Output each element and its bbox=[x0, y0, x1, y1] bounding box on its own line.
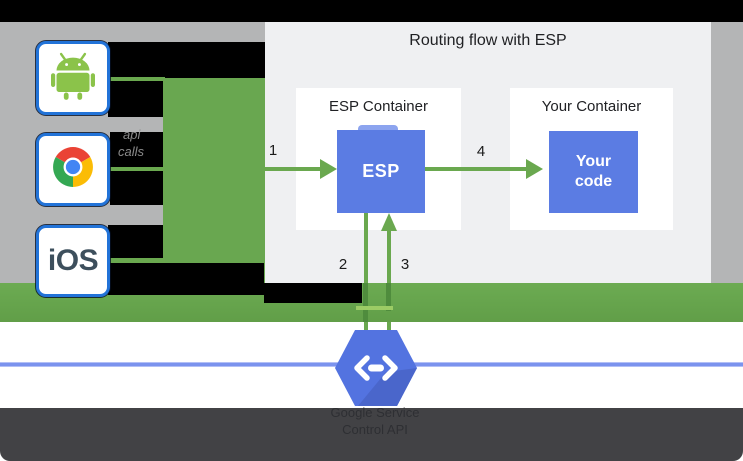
chrome-connector-line bbox=[110, 167, 165, 171]
step-number-3: 3 bbox=[400, 256, 410, 273]
arrow-3-stub bbox=[387, 322, 391, 330]
esp-box: ESP bbox=[337, 130, 425, 213]
esp-container-label: ESP Container bbox=[329, 98, 428, 115]
arrow-2-stub bbox=[364, 322, 368, 330]
arrow-2-band-segment bbox=[363, 283, 368, 322]
android-client-box bbox=[36, 41, 110, 115]
step-number-1: 1 bbox=[268, 142, 278, 159]
ios-label: iOS bbox=[47, 244, 99, 277]
arrow-3-band-segment bbox=[386, 283, 391, 311]
arrow-4-line bbox=[425, 167, 528, 171]
occluder-block bbox=[108, 225, 163, 258]
your-container-label: Your Container bbox=[541, 98, 642, 115]
chrome-client-box bbox=[36, 133, 110, 206]
panel-title: Routing flow with ESP bbox=[409, 32, 567, 49]
backdrop-right bbox=[711, 22, 743, 283]
green-flow-band-vertical bbox=[163, 78, 265, 283]
arrow-2-line bbox=[364, 213, 368, 283]
arrow-3-line bbox=[387, 231, 391, 283]
esp-box-tab bbox=[358, 125, 398, 134]
occluder-block bbox=[108, 42, 265, 78]
arrow-1-head-icon bbox=[320, 159, 337, 179]
api-calls-label-line2: calls bbox=[118, 144, 145, 159]
occluder-block bbox=[108, 81, 163, 117]
step-number-4: 4 bbox=[476, 143, 486, 160]
occluder-block bbox=[110, 171, 163, 205]
occluder-block bbox=[264, 283, 362, 303]
occluder-block bbox=[108, 263, 264, 295]
chrome-icon bbox=[52, 146, 94, 193]
footer-dark-band bbox=[0, 408, 743, 461]
your-code-box: Your code bbox=[549, 131, 638, 213]
step-number-2: 2 bbox=[338, 256, 348, 273]
arrow-1-line bbox=[265, 167, 322, 171]
service-control-label: Google Service Control API bbox=[330, 405, 420, 437]
your-code-text: Your code bbox=[574, 153, 613, 190]
android-icon bbox=[51, 52, 95, 105]
arrow-4-head-icon bbox=[526, 159, 543, 179]
cloud-endpoints-icon bbox=[334, 329, 418, 412]
occluder-block bbox=[110, 132, 163, 167]
ios-client-box: iOS bbox=[36, 225, 110, 297]
band-connector-segment bbox=[356, 306, 393, 310]
ios-connector-line bbox=[110, 258, 165, 263]
api-calls-label-line1: api bbox=[123, 127, 141, 142]
top-black-bar bbox=[0, 0, 743, 22]
android-connector-line bbox=[110, 77, 165, 81]
arrow-3-head-icon bbox=[381, 213, 397, 231]
